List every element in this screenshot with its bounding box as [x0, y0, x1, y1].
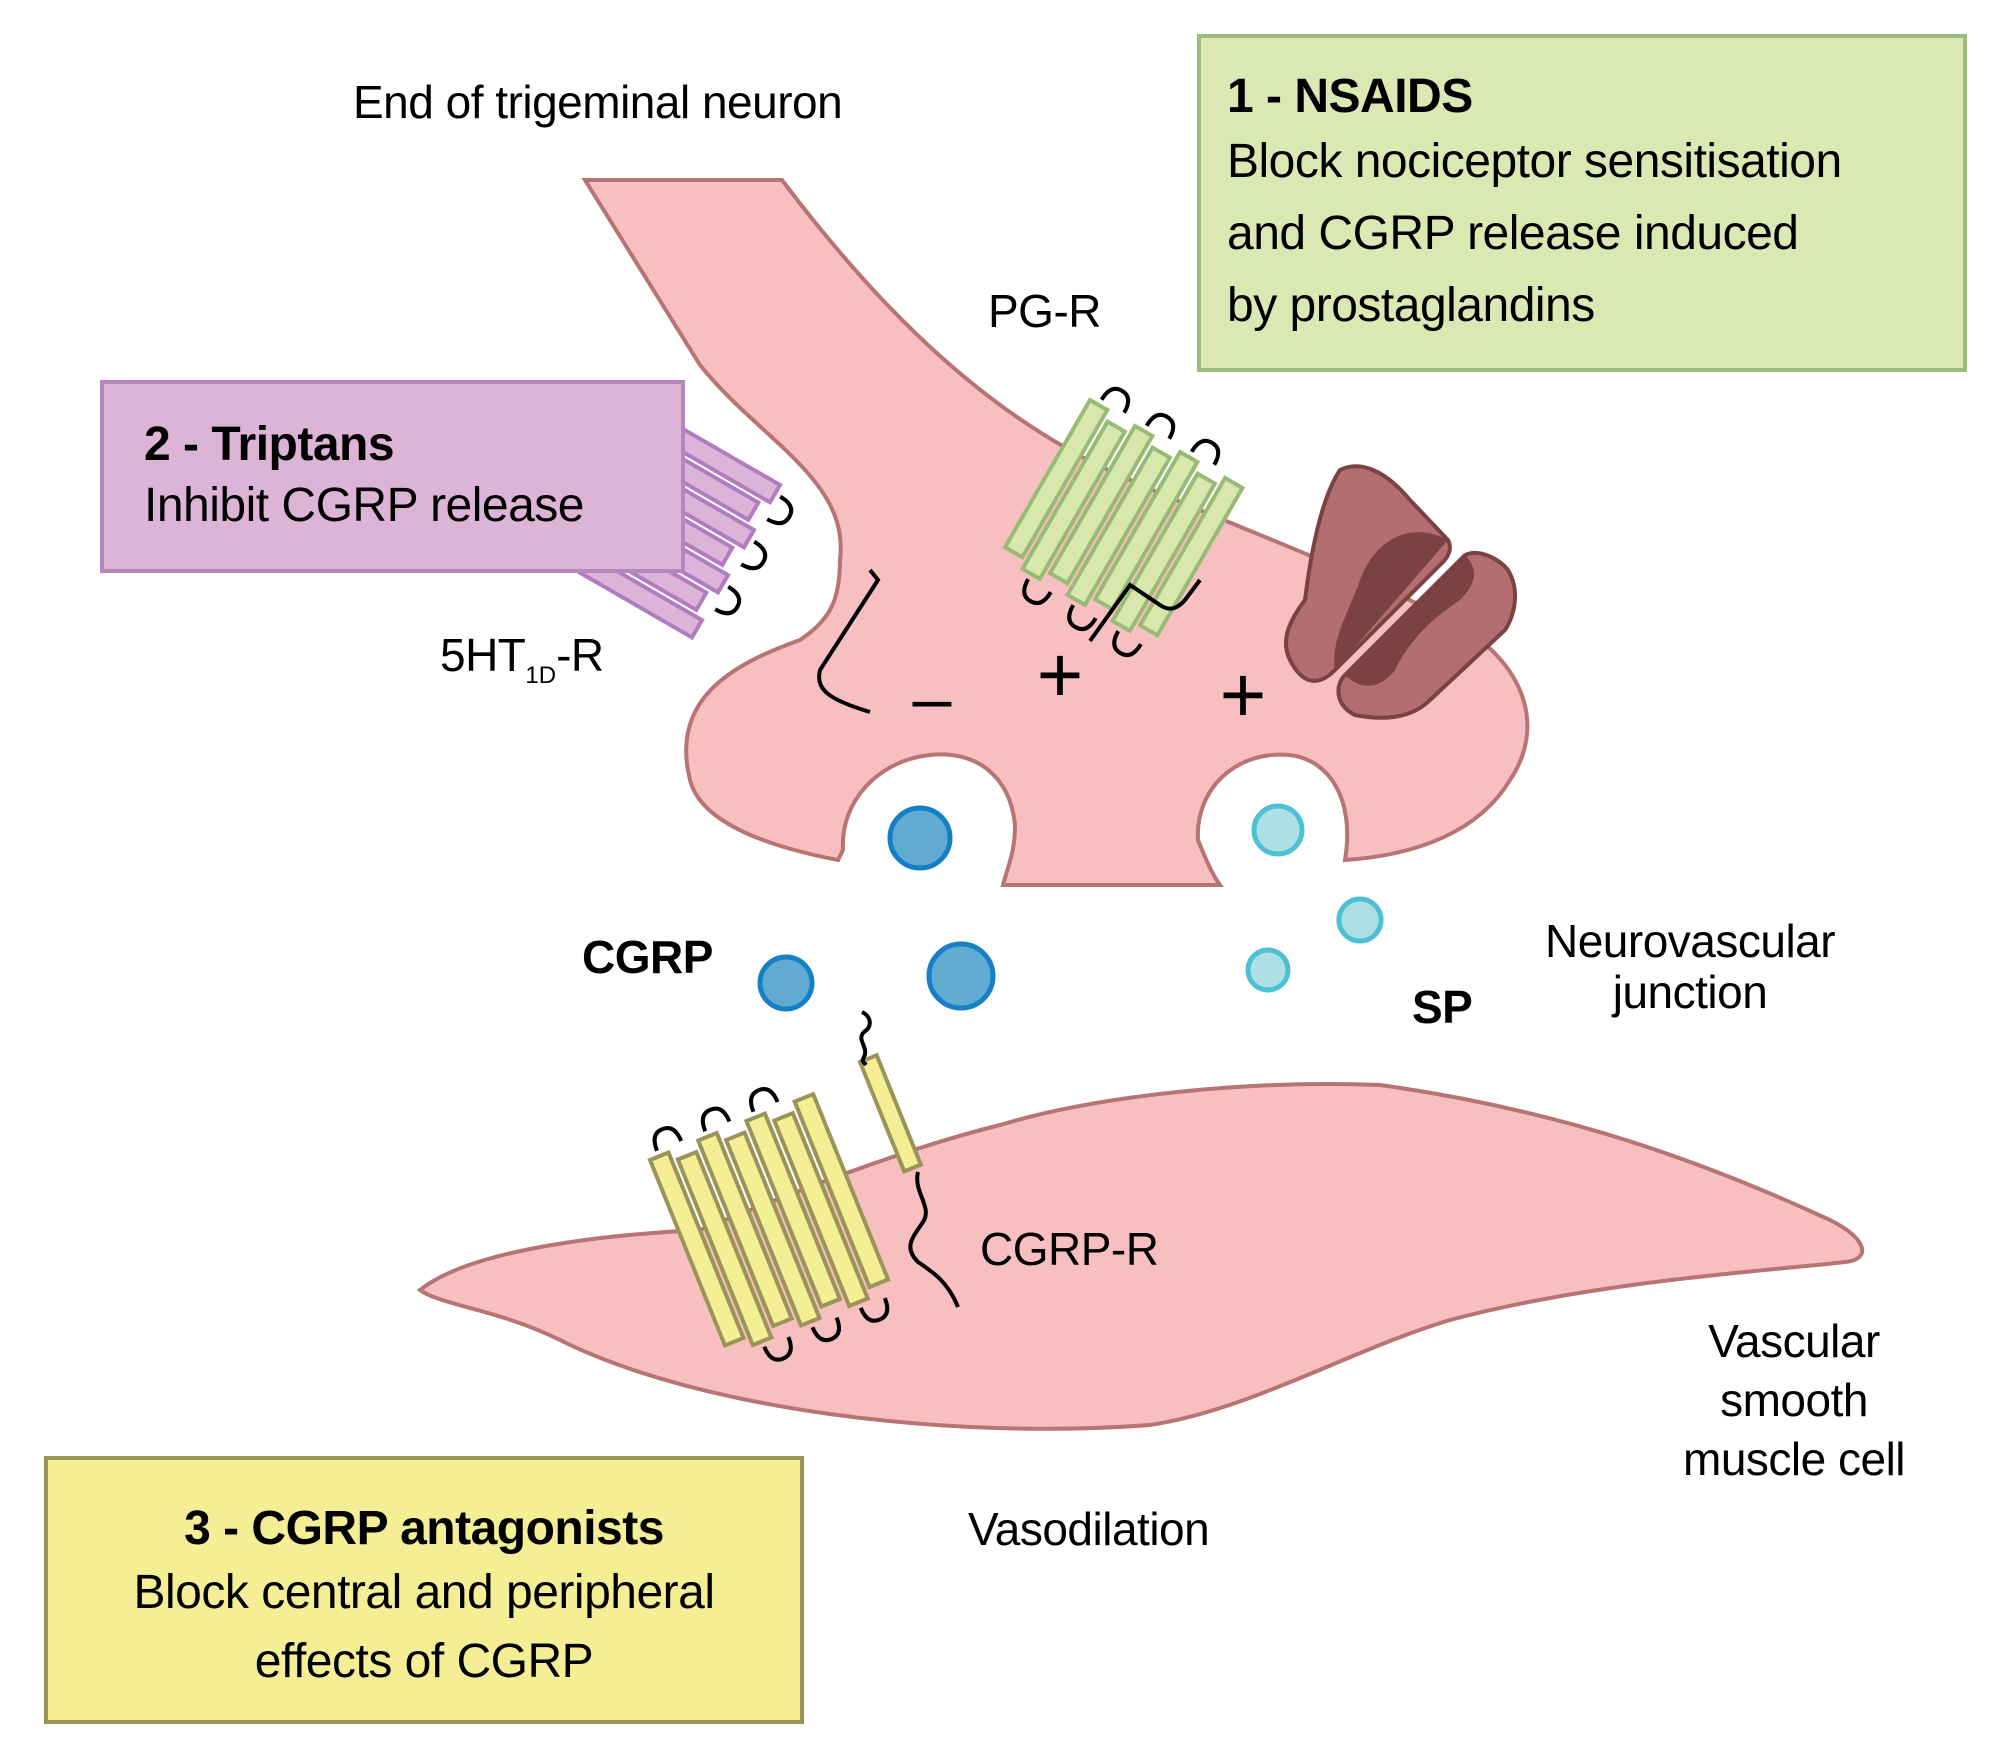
- sp-molecule: [1251, 803, 1305, 857]
- muscle-line: muscle cell: [1683, 1432, 1906, 1485]
- neurovascular-junction-label: Neurovascular junction: [1545, 915, 1836, 1018]
- receptor-loop: [858, 1297, 890, 1323]
- receptor-loop: [810, 1316, 842, 1343]
- cgrp-receptor-label: CGRP-R: [980, 1223, 1159, 1275]
- inhibition-sign: –: [913, 659, 952, 737]
- receptor-loop: [749, 1087, 780, 1113]
- muscle-cell-label: Vascular smooth muscle cell: [1683, 1312, 1906, 1489]
- 5ht-suffix: -R: [556, 629, 604, 681]
- transmembrane-helix: [675, 1149, 774, 1348]
- ion-channel: [1284, 464, 1517, 720]
- receptor-loop: [714, 584, 742, 616]
- transmembrane-helix: [743, 1110, 843, 1310]
- cgrp-label: CGRP: [582, 931, 713, 983]
- cgrp-antagonists-desc-line: Block central and peripheral: [133, 1565, 715, 1619]
- receptor-loop: [766, 494, 794, 526]
- transmembrane-helix: [695, 1130, 795, 1329]
- transmembrane-helix: [647, 1149, 747, 1349]
- inhibitory-signal-line: [817, 568, 881, 714]
- receptor-loop: [762, 1336, 793, 1362]
- receptor-loop: [1022, 578, 1053, 606]
- transmembrane-helix: [1002, 397, 1111, 560]
- 5ht1d-receptor-label: 5HT1D-R: [440, 630, 604, 689]
- ramp1-helix: [857, 1052, 924, 1175]
- excitation-sign: +: [1220, 650, 1267, 739]
- nsaids-box: 1 - NSAIDS Block nociceptor sensitisatio…: [1197, 34, 1967, 372]
- receptor-loop: [1067, 604, 1098, 632]
- cgrp-antagonists-box: 3 - CGRP antagonists Block central and p…: [44, 1456, 804, 1724]
- pg-receptor-label: PG-R: [988, 285, 1102, 337]
- sp-molecule: [1336, 896, 1384, 944]
- cgrp-molecule: [757, 954, 815, 1012]
- neuron-label: End of trigeminal neuron: [353, 76, 843, 128]
- ramp1-extracellular-tail: [859, 1010, 872, 1067]
- ramp1-intracellular-tail: [908, 1171, 960, 1308]
- junction-line: Neurovascular: [1545, 915, 1836, 967]
- transmembrane-helix: [1092, 449, 1201, 612]
- transmembrane-helix: [1064, 444, 1173, 608]
- cgrp-molecule: [926, 941, 996, 1011]
- sp-molecule: [1245, 947, 1291, 993]
- muscle-line: smooth: [1720, 1373, 1868, 1426]
- receptor-loop: [1144, 412, 1176, 440]
- cgrp-antagonists-title: 3 - CGRP antagonists: [184, 1502, 664, 1555]
- triptans-desc-line: Inhibit CGRP release: [144, 478, 585, 532]
- cgrp-antagonists-desc-line: effects of CGRP: [254, 1635, 594, 1689]
- nsaids-desc-line: by prostaglandins: [1227, 278, 1595, 332]
- transmembrane-helix: [723, 1129, 823, 1329]
- excitatory-signal-line: [1088, 578, 1202, 643]
- receptor-loop: [1099, 386, 1131, 414]
- receptor-loop: [652, 1126, 683, 1152]
- nsaids-title: 1 - NSAIDS: [1227, 70, 1473, 123]
- 5ht-subscript: 1D: [525, 662, 557, 689]
- muscle-line: Vascular: [1708, 1315, 1880, 1367]
- triptans-title: 2 - Triptans: [144, 418, 395, 471]
- receptor-loop: [700, 1106, 732, 1132]
- cgrp-receptor: [647, 1087, 891, 1362]
- nsaids-desc-line: Block nociceptor sensitisation: [1227, 134, 1842, 188]
- nsaids-desc-line: and CGRP release induced: [1227, 206, 1799, 260]
- receptor-loop: [740, 539, 768, 571]
- junction-line: junction: [1612, 965, 1768, 1018]
- vasodilation-label: Vasodilation: [968, 1503, 1210, 1555]
- 5ht-prefix: 5HT: [440, 629, 526, 681]
- receptor-loop: [1189, 438, 1221, 466]
- excitation-sign: +: [1037, 630, 1084, 719]
- transmembrane-helix: [1047, 423, 1156, 586]
- receptor-loop: [1112, 630, 1143, 658]
- transmembrane-helix: [1019, 418, 1128, 582]
- triptans-box: 2 - Triptans Inhibit CGRP release: [100, 380, 685, 573]
- cgrp-molecule: [887, 805, 953, 871]
- vascular-smooth-muscle-cell: [416, 1082, 1865, 1431]
- transmembrane-helix: [792, 1091, 891, 1290]
- sp-label: SP: [1412, 981, 1473, 1033]
- transmembrane-helix: [771, 1110, 871, 1309]
- transmembrane-helix: [1137, 475, 1246, 638]
